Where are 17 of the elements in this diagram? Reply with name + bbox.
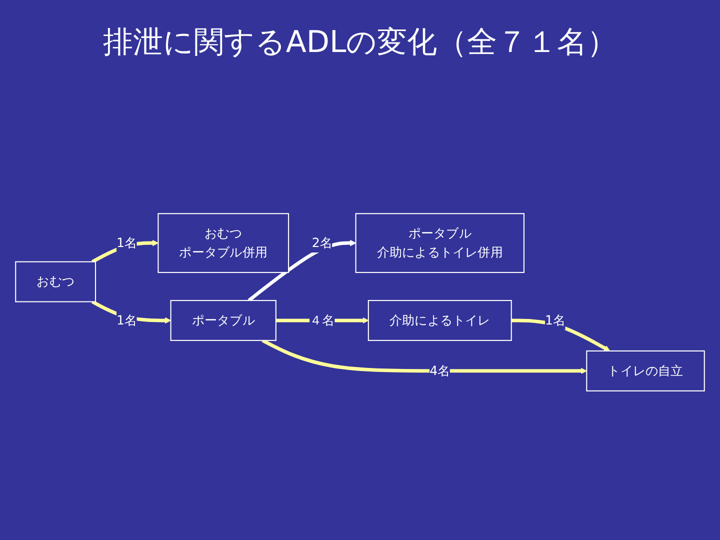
edge-label: 1名 bbox=[116, 235, 138, 250]
edge-label: 4名 bbox=[430, 363, 450, 378]
node-box: ポータブル bbox=[170, 300, 276, 341]
edge-label: 2名 bbox=[312, 235, 332, 250]
edge-label: ４名 bbox=[310, 312, 335, 328]
node-box: おむつ ポータブル併用 bbox=[158, 212, 290, 273]
node-box: ポータブル 介助によるトイレ併用 bbox=[355, 212, 524, 273]
node-box: トイレの自立 bbox=[586, 350, 705, 392]
arrow bbox=[92, 300, 172, 324]
arrow bbox=[262, 338, 587, 374]
diagram-title: 排泄に関するADLの変化（全７１名） bbox=[102, 24, 618, 62]
edge-label: 1名 bbox=[544, 312, 566, 328]
node-box: おむつ bbox=[15, 261, 96, 302]
arrow bbox=[511, 318, 610, 351]
edge-label: 1名 bbox=[116, 312, 138, 328]
arrow bbox=[248, 240, 356, 302]
node-box: 介助によるトイレ bbox=[368, 300, 512, 341]
